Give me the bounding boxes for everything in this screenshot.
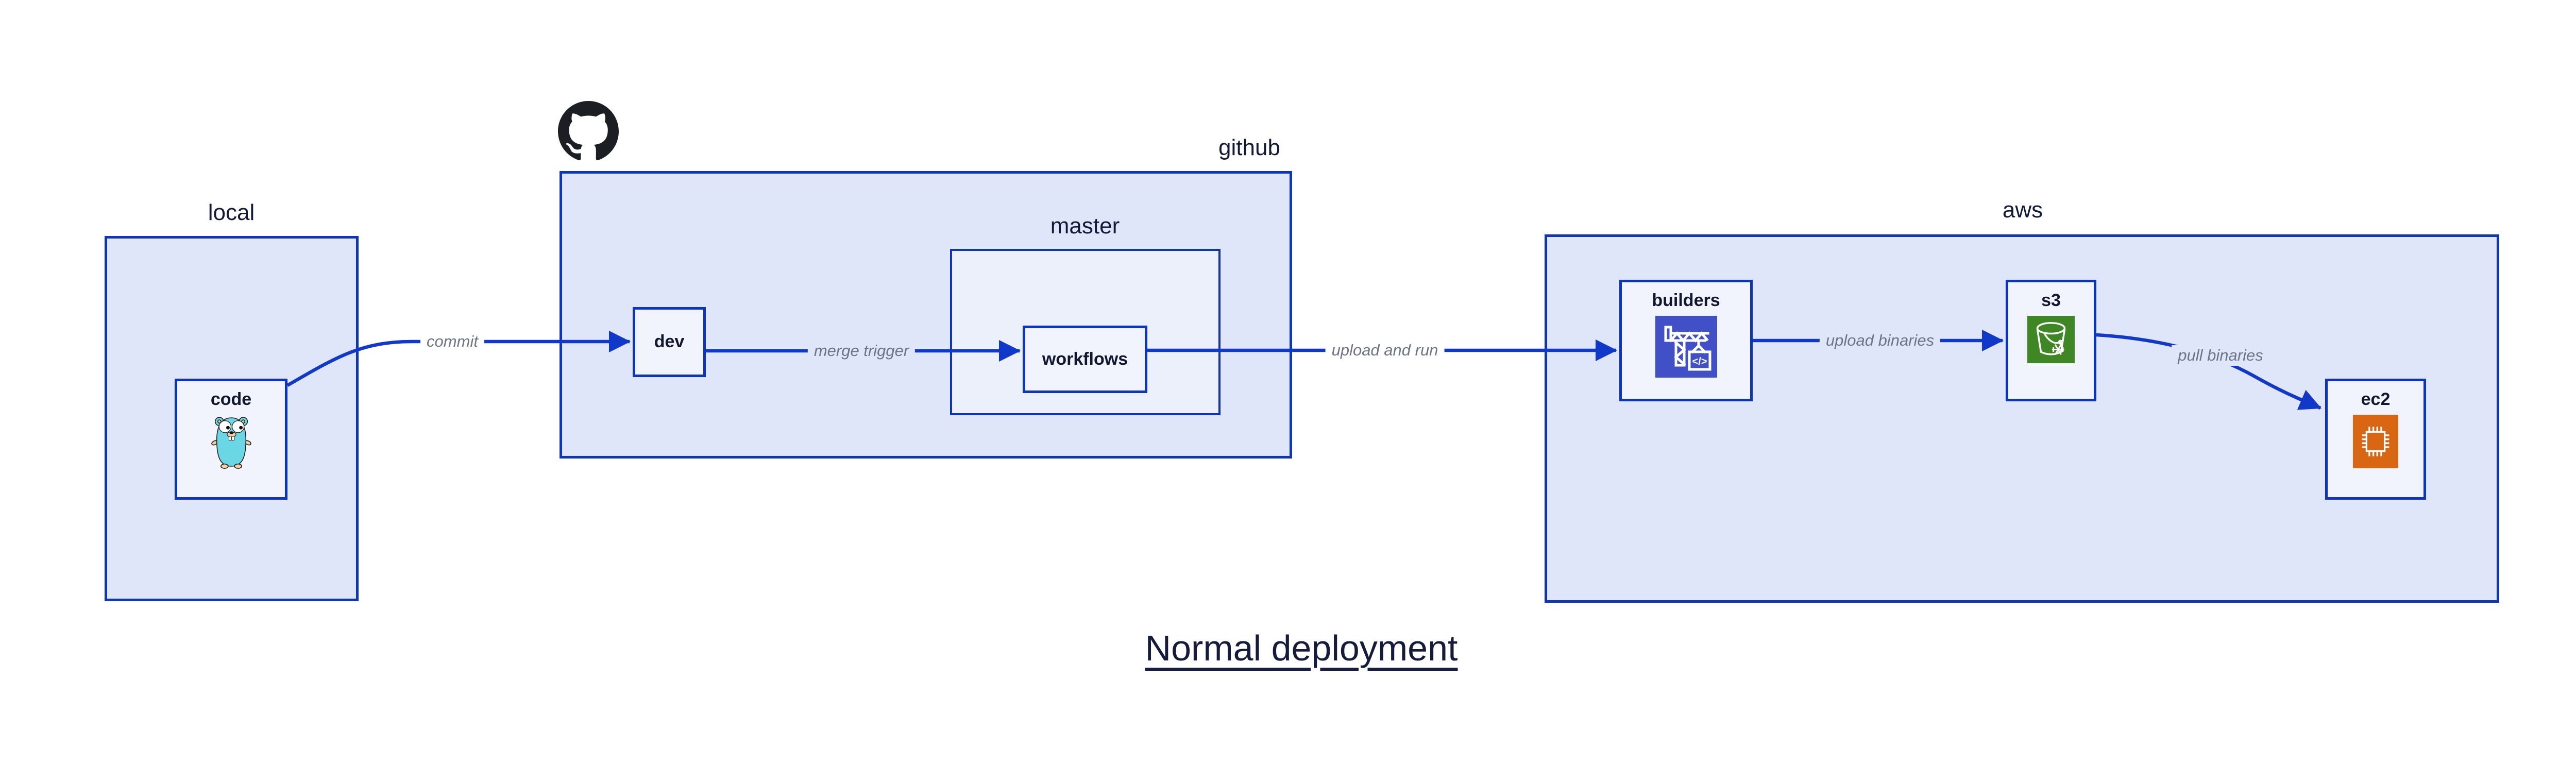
node-label-builders: builders (1652, 291, 1720, 310)
svg-text:</>: </> (1692, 356, 1707, 367)
edge-label-merge-trigger: merge trigger (807, 341, 916, 361)
github-octocat-icon (558, 101, 619, 162)
aws-codebuild-icon: </> (1655, 316, 1717, 380)
node-label-s3: s3 (2041, 291, 2061, 310)
node-label-code: code (210, 389, 252, 409)
node-s3: s3 (2006, 280, 2096, 401)
edge-label-commit: commit (420, 331, 484, 352)
node-builders: builders </> (1619, 280, 1753, 401)
edge-label-upload-binaries: upload binaries (1819, 330, 1941, 351)
edge-label-upload-and-run: upload and run (1325, 340, 1445, 361)
node-ec2: ec2 (2325, 379, 2426, 500)
diagram-title: Normal deployment (1145, 628, 1458, 668)
node-code: code (175, 379, 287, 500)
node-workflows: workflows (1023, 326, 1147, 393)
node-dev: dev (633, 307, 706, 377)
go-gopher-icon (210, 415, 252, 472)
container-label-local: local (208, 200, 255, 225)
aws-ec2-icon (2353, 415, 2398, 471)
node-label-ec2: ec2 (2361, 389, 2391, 409)
aws-s3-glacier-icon (2027, 316, 2075, 366)
container-label-github: github (1218, 135, 1280, 160)
node-label-dev: dev (654, 332, 685, 352)
container-label-aws: aws (2002, 197, 2043, 223)
container-label-master: master (1050, 213, 1120, 239)
edge-label-pull-binaries: pull binaries (2172, 345, 2269, 366)
node-label-workflows: workflows (1042, 349, 1128, 369)
